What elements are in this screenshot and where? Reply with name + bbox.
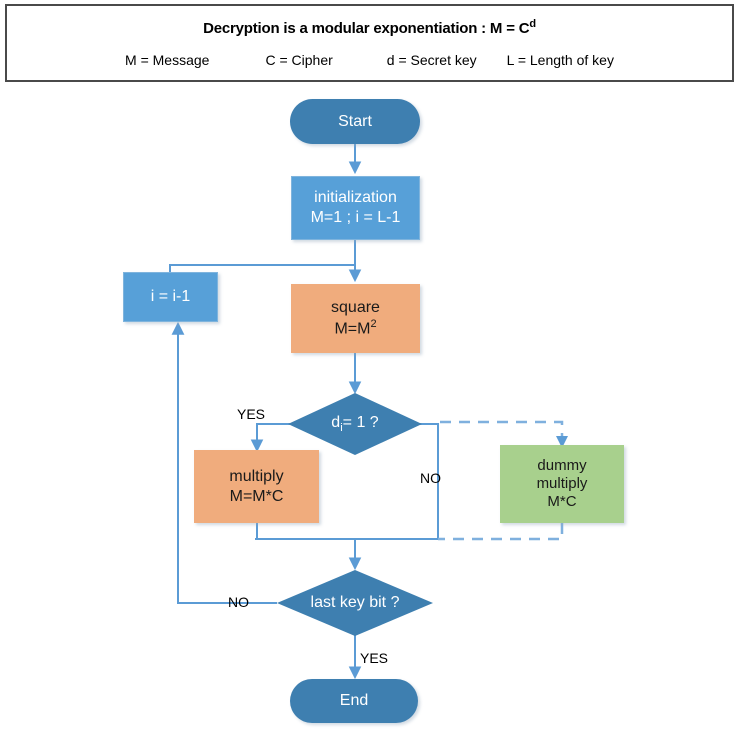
legend-def-message: M = Message [125,52,210,68]
edge-dashed-from-dummy [438,523,564,541]
edge-no-loop-back [177,330,277,604]
node-dummy-multiply-line3: M*C [547,493,577,511]
node-multiply-line2: M=M*C [229,487,284,505]
node-decision-last-key-bit-label: last key bit ? [310,594,400,612]
diagram-title: Decryption is a modular exponentiation :… [7,18,732,37]
edge-label-no-key-bit: NO [420,470,441,486]
legend-def-cipher: C = Cipher [265,52,333,68]
node-dummy-multiply[interactable]: dummy multiply M*C [500,445,624,523]
node-square-line2-base: M=M [334,320,371,338]
edge-dashed-to-dummy [440,420,564,440]
node-dummy-multiply-line2: multiply [536,474,588,492]
edge-label-yes-last-key-bit: YES [360,650,389,666]
legend-def-secret-key: d = Secret key [386,52,477,68]
node-dummy-multiply-line1: dummy [537,456,587,474]
node-end[interactable]: End [290,679,418,723]
edge-dashed-arrowhead [556,436,568,448]
edge-yes-to-multiply [256,423,290,444]
diagram-title-exponent: d [529,18,536,30]
node-square-line2-exponent: 2 [370,317,377,330]
node-square[interactable]: square M=M2 [291,284,420,353]
node-start-label: Start [338,112,372,130]
edge-multiply-to-merge [256,523,355,540]
edge-no-down [420,423,439,539]
node-square-line2: M=M2 [334,318,376,339]
node-multiply-line1: multiply [229,467,284,485]
diagram-title-text: Decryption is a modular exponentiation :… [203,20,530,37]
node-initialization-line1: initialization [314,189,397,207]
node-initialization-line2: M=1 ; i = L-1 [310,209,401,226]
legend-box: Decryption is a modular exponentiation :… [5,4,734,82]
legend-def-length: L = Length of key [506,52,614,68]
node-multiply[interactable]: multiply M=M*C [194,450,319,523]
node-decrement[interactable]: i = i-1 [123,272,218,322]
edge-decrement-to-square [169,264,355,272]
node-initialization[interactable]: initialization M=1 ; i = L-1 [291,176,420,240]
node-square-line1: square [331,299,380,317]
decision-label-base: d [331,413,341,431]
decision-label-subscript: i [340,421,343,434]
node-end-label: End [339,692,369,710]
edge-label-no-last-key-bit: NO [228,594,249,610]
node-decision-key-bit-label: di= 1 ? [331,413,378,436]
node-start[interactable]: Start [290,99,420,144]
node-decrement-label: i = i-1 [150,288,191,306]
legend-definitions: M = Message C = Cipher d = Secret key L … [7,52,732,68]
edge-label-yes-key-bit: YES [237,406,266,422]
decision-label-rest: = 1 ? [342,413,379,431]
